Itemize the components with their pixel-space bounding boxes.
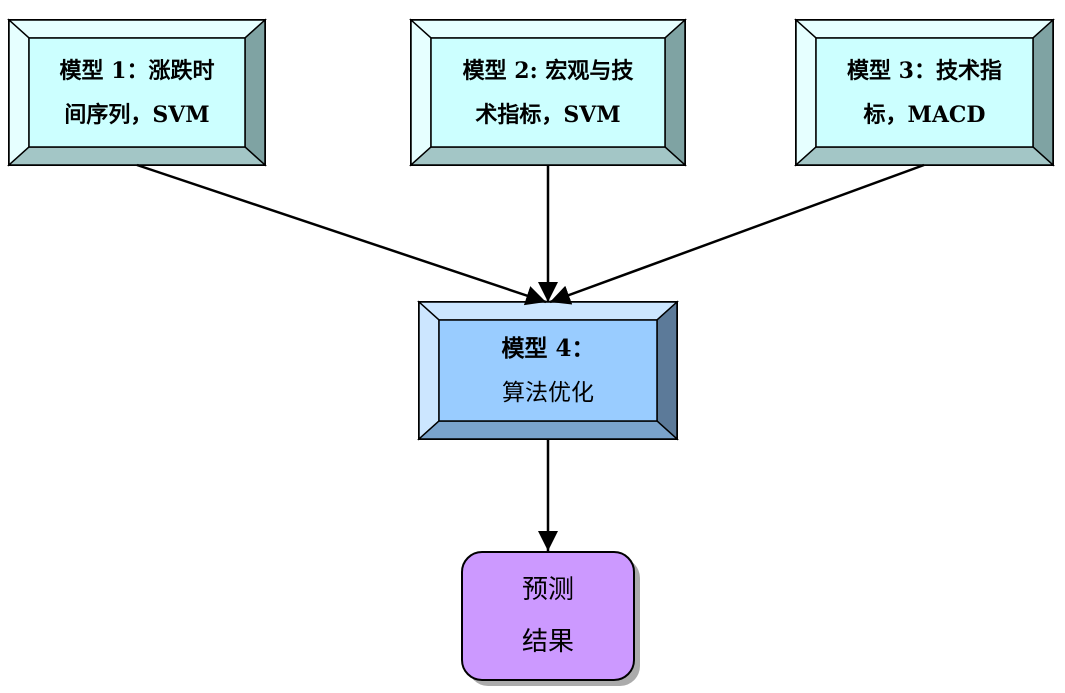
model2-label: 模型 2: 宏观与技 术指标，SVM: [431, 38, 665, 147]
model3-label-line1: 模型 3：技术指: [847, 57, 1002, 84]
model3-box: [794, 18, 1055, 167]
model3-label-line2: 标，MACD: [863, 101, 986, 128]
model2-label-line2: 术指标，SVM: [475, 101, 621, 128]
model1-label: 模型 1：涨跌时 间序列，SVM: [29, 38, 245, 147]
model4-label-line1: 模型 4：: [501, 334, 595, 362]
model1-label-line1: 模型 1：涨跌时: [59, 57, 215, 84]
model3-label: 模型 3：技术指 标，MACD: [816, 38, 1033, 147]
model4-box: [417, 300, 679, 441]
model4-label: 模型 4： 算法优化: [439, 320, 657, 421]
model1-label-line2: 间序列，SVM: [64, 101, 210, 128]
model4-label-line2: 算法优化: [502, 379, 594, 406]
result-box: [461, 551, 640, 686]
arrow-model1-to-model4: [136, 163, 547, 306]
result-label-line2: 结果: [521, 627, 574, 657]
model2-box: [409, 18, 687, 167]
result-label-line1: 预测: [521, 575, 574, 605]
model2-label-line1: 模型 2: 宏观与技: [462, 57, 634, 84]
result-label: 预测 结果: [462, 552, 634, 680]
model1-box: [7, 18, 267, 167]
arrow-model3-to-model4: [549, 163, 925, 305]
